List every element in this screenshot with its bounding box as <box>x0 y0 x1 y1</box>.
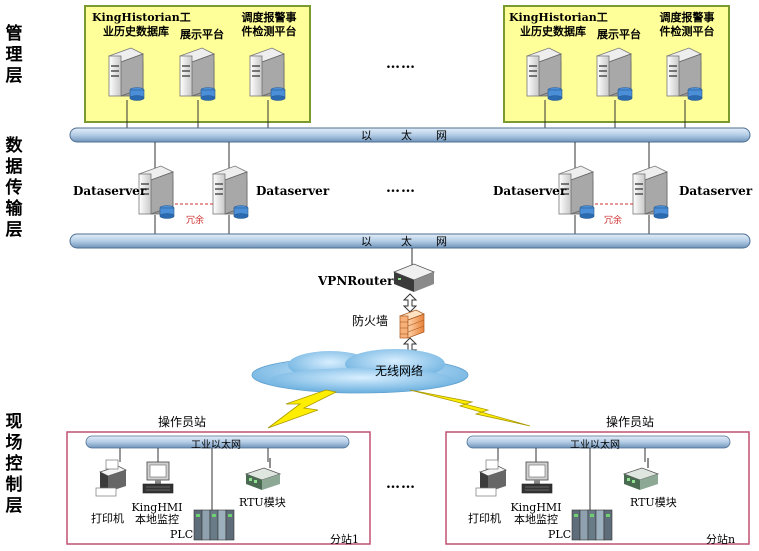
dataserver-label-left-a: Dataserver <box>73 184 147 198</box>
firewall-icon <box>399 309 425 339</box>
station-name-left: 分站1 <box>330 533 359 546</box>
double-arrow-icon-upper <box>402 293 418 313</box>
display-label-left: 展示平台 <box>180 28 224 41</box>
alarm-label-right: 调度报警事 件检测平台 <box>659 11 715 38</box>
industrial-bus-right <box>466 435 731 449</box>
alarm-label-left: 调度报警事 件检测平台 <box>241 11 297 38</box>
plc-rack-icon-right <box>571 509 613 541</box>
hmi-monitor-icon-right <box>521 461 553 494</box>
bus-bottom-char-1: 以 <box>361 235 372 248</box>
bus-top-char-3: 网 <box>436 129 447 142</box>
historian-server-icon-right <box>526 47 563 102</box>
station-ellipsis: …… <box>386 476 416 492</box>
lightning-icon-left <box>267 389 338 429</box>
dataserver-label-right-b: Dataserver <box>679 184 753 198</box>
bus-top-char-1: 以 <box>361 129 372 142</box>
dataserver-icon-left-b <box>212 165 249 220</box>
display-server-icon-right <box>596 47 633 102</box>
bus-bottom-char-2: 太 <box>401 235 412 248</box>
plc-label-left: PLC <box>170 528 194 541</box>
alarm-server-icon-right <box>666 47 703 102</box>
vpn-router-label: VPNRouter <box>318 274 394 288</box>
dataserver-icon-right-b <box>632 165 669 220</box>
industrial-bus-left <box>85 435 350 449</box>
alarm-server-icon-left <box>249 47 286 102</box>
ethernet-bus-bottom <box>69 233 751 249</box>
lightning-icon-right <box>409 389 531 427</box>
management-ellipsis: …… <box>386 56 416 72</box>
data-layer-ellipsis: …… <box>386 180 416 196</box>
historian-server-icon-left <box>108 47 145 102</box>
rtu-label-right: RTU模块 <box>630 496 677 509</box>
hmi-label-left: KingHMI 本地监控 <box>131 501 183 526</box>
plc-label-right: PLC <box>548 528 572 541</box>
hmi-label-right: KingHMI 本地监控 <box>510 501 562 526</box>
display-server-icon-left <box>179 47 216 102</box>
operator-station-label-left: 操作员站 <box>158 415 207 429</box>
industrial-ethernet-label-right: 工业以太网 <box>570 440 620 451</box>
vpn-router-icon <box>392 263 436 292</box>
wireless-network-label: 无线网络 <box>375 364 424 378</box>
display-label-right: 展示平台 <box>597 28 641 41</box>
plc-rack-icon-left <box>193 509 235 541</box>
printer-label-right: 打印机 <box>468 512 501 525</box>
operator-station-label-right: 操作员站 <box>606 415 655 429</box>
layer-label-management: 管理层 <box>5 24 23 86</box>
redundant-label-right: 冗余 <box>604 216 623 226</box>
dataserver-label-right-a: Dataserver <box>493 184 567 198</box>
wireless-cloud-icon <box>251 349 469 394</box>
historian-label-right: KingHistorian工 业历史数据库 <box>509 11 608 38</box>
station-name-right: 分站n <box>706 533 736 546</box>
dataserver-label-left-b: Dataserver <box>256 184 330 198</box>
printer-label-left: 打印机 <box>91 512 124 525</box>
ethernet-bus-top <box>69 127 751 143</box>
bus-top-char-2: 太 <box>401 129 412 142</box>
redundant-label-left: 冗余 <box>186 216 205 226</box>
layer-label-field: 现场控制层 <box>5 412 23 516</box>
historian-label-left: KingHistorian工 业历史数据库 <box>92 11 191 38</box>
layer-label-data-transfer: 数据传输层 <box>5 136 23 240</box>
firewall-label: 防火墙 <box>352 314 389 328</box>
hmi-monitor-icon-left <box>142 461 174 494</box>
bus-bottom-char-3: 网 <box>436 235 447 248</box>
industrial-ethernet-label-left: 工业以太网 <box>191 440 241 451</box>
rtu-label-left: RTU模块 <box>239 496 286 509</box>
